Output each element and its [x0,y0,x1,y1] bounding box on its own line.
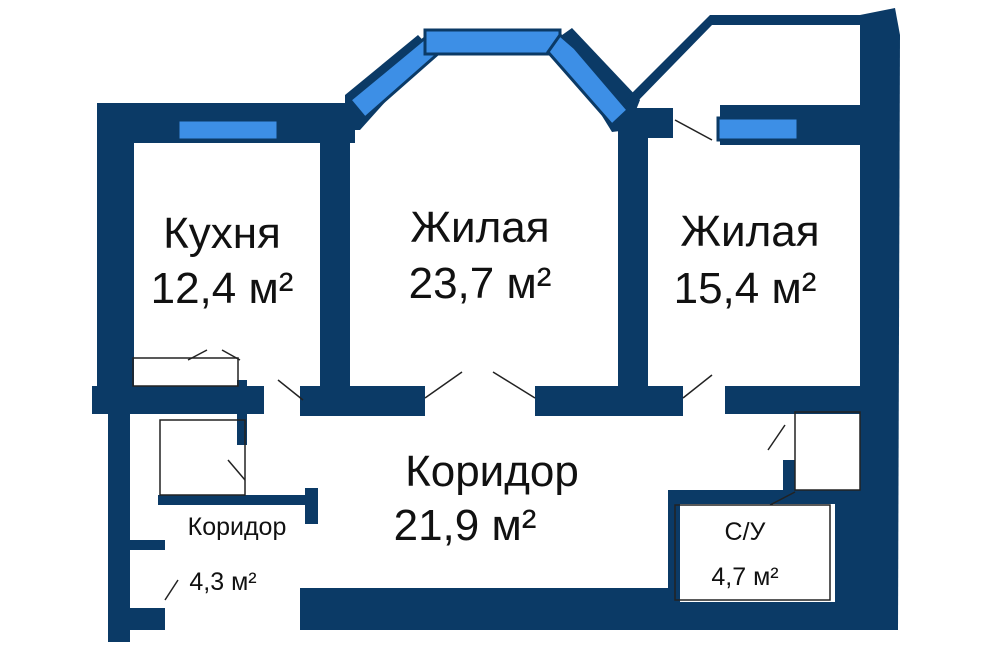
room-labels: Кухня 12,4 м² Жилая 23,7 м² Жилая 15,4 м… [151,203,820,596]
fixtures [132,357,861,601]
wall-row-kitchen-door [300,386,425,416]
corridor-small-area: 4,3 м² [189,568,256,596]
door-bathroom [769,491,796,506]
wall-row-center [535,386,683,416]
wall-right-top-stub [618,108,673,138]
kitchen-window [176,118,280,142]
wall-inner-vertical [237,380,247,445]
door-living-center-right [492,371,536,399]
corridor-main-area: 21,9 м² [394,501,537,550]
kitchen-fixture [132,357,239,387]
wall-bottom [265,495,860,630]
wall-small-corridor-bottom [130,608,165,630]
living-right-name: Жилая [680,207,819,256]
doors [164,119,796,601]
wall-right-outer [860,8,900,630]
door-right-top [674,119,713,141]
living-center-name: Жилая [410,203,549,252]
bathroom-interior [674,504,831,601]
wall-row-left [92,386,264,414]
bathroom-area: 4,7 м² [711,563,778,591]
wall-left-lower [108,412,130,642]
right-room-window [716,116,800,142]
kitchen-name: Кухня [163,209,281,258]
wall-kitchen-living [320,120,350,395]
right-corridor-frame [794,411,861,491]
door-small-corridor [164,579,179,601]
living-right-area: 15,4 м² [674,264,817,313]
wall-row-right [725,386,865,414]
door-closet [227,459,246,481]
wall-bathroom-post [783,460,795,500]
kitchen-area: 12,4 м² [151,264,294,313]
door-right-corridor [767,424,786,451]
wall-small-corridor-stub [130,540,165,550]
wall-bathroom-top [668,490,860,504]
bay-window-top [423,28,562,56]
windows [176,28,800,142]
wall-top-right-diagonal [625,15,866,122]
wall-inner-shelf [158,495,318,505]
living-center-area: 23,7 м² [409,259,552,308]
wall-living-living [618,120,648,395]
bathroom-name: С/У [725,518,766,546]
wall-inner-post [305,488,318,524]
corridor-small-name: Коридор [188,513,287,541]
closet-frame [159,419,246,496]
wall-left-outer [97,103,134,403]
bay-window-right [546,32,631,128]
door-living-center-left [424,371,463,399]
door-kitchen [277,379,304,401]
door-living-right [682,374,713,399]
corridor-main-name: Коридор [405,447,579,496]
